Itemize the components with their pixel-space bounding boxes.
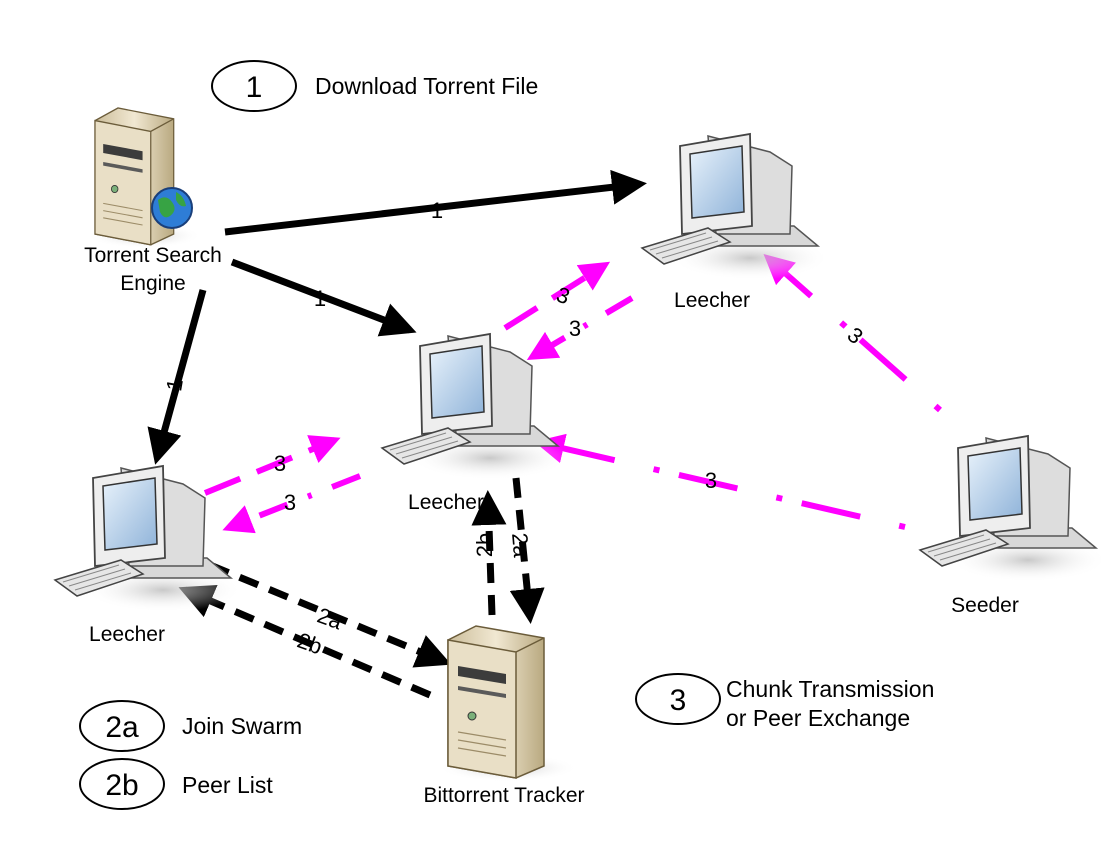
edge-label-tracker-to-left: 2b bbox=[294, 628, 326, 660]
edge-left-to-center-leecher bbox=[203, 435, 341, 496]
center-leecher-node: Leecher bbox=[381, 333, 571, 514]
edge-label-left-to-tracker: 2a bbox=[314, 603, 346, 635]
edges bbox=[147, 169, 942, 699]
center-leecher-label: Leecher bbox=[408, 491, 484, 514]
legend-text-2a: Join Swarm bbox=[182, 713, 302, 739]
legend-text-1: Download Torrent File bbox=[315, 73, 538, 99]
search-engine-label-line2: Engine bbox=[120, 272, 185, 295]
edge-label-search-to-left: 1 bbox=[161, 377, 188, 393]
computer-icon bbox=[919, 435, 1109, 583]
top-leecher-node: Leecher bbox=[641, 133, 831, 312]
seeder-label: Seeder bbox=[951, 594, 1019, 617]
top-leecher-label: Leecher bbox=[674, 289, 750, 312]
edge-search-to-left-leecher bbox=[147, 289, 207, 465]
legend-text-3-line1: Chunk Transmission bbox=[726, 676, 934, 702]
legend-text-2b: Peer List bbox=[182, 772, 273, 798]
edge-center-to-left-leecher bbox=[222, 473, 362, 534]
globe-icon bbox=[151, 187, 193, 229]
search-engine-node: Torrent Search Engine bbox=[84, 107, 222, 295]
legend: 1 Download Torrent File 2a Join Swarm 2b… bbox=[79, 60, 934, 810]
computer-icon bbox=[381, 333, 571, 481]
server-icon bbox=[437, 625, 579, 783]
server-icon bbox=[86, 107, 203, 250]
seeder-node: Seeder bbox=[919, 435, 1109, 617]
computer-icon bbox=[641, 133, 831, 281]
edge-tracker-to-left bbox=[178, 584, 432, 699]
edge-search-to-top-leecher bbox=[224, 169, 647, 236]
edge-label-center-to-tracker: 2a bbox=[507, 532, 534, 559]
legend-key-1: 1 bbox=[246, 71, 263, 104]
edge-tracker-to-center bbox=[471, 490, 507, 616]
edge-center-to-tracker bbox=[509, 477, 545, 624]
edge-seeder-to-top-leecher bbox=[763, 254, 942, 413]
edge-left-to-tracker bbox=[208, 561, 452, 668]
legend-text-3-line2: or Peer Exchange bbox=[726, 705, 910, 731]
edge-search-to-center-leecher bbox=[230, 258, 417, 337]
legend-key-2a: 2a bbox=[105, 711, 139, 744]
left-leecher-node: Leecher bbox=[54, 465, 244, 646]
edge-center-to-top-leecher bbox=[503, 261, 611, 331]
edge-label-center-to-left: 3 bbox=[284, 490, 296, 515]
tracker-node: Bittorrent Tracker bbox=[423, 625, 585, 807]
edge-label-search-to-center: 1 bbox=[314, 286, 326, 311]
search-engine-label-line1: Torrent Search bbox=[84, 244, 222, 267]
edge-label-tracker-to-center: 2b bbox=[472, 533, 497, 557]
legend-key-2b: 2b bbox=[105, 769, 138, 802]
edge-label-center-to-top: 3 bbox=[553, 282, 573, 310]
edge-label-search-to-top: 1 bbox=[431, 198, 443, 223]
edge-label-seeder-to-center: 3 bbox=[705, 468, 717, 493]
tracker-label: Bittorrent Tracker bbox=[423, 784, 584, 807]
edge-top-to-center-leecher bbox=[526, 295, 634, 361]
edge-seeder-to-center-leecher bbox=[534, 433, 906, 530]
legend-key-3: 3 bbox=[670, 684, 687, 717]
edge-label-top-to-center: 3 bbox=[569, 316, 581, 341]
edge-label-left-to-center: 3 bbox=[274, 451, 286, 476]
left-leecher-label: Leecher bbox=[89, 623, 165, 646]
